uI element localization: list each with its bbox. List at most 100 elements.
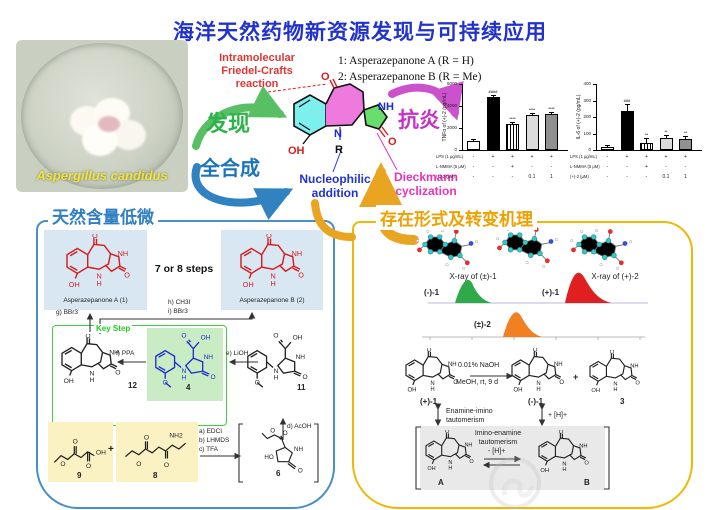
- y-axis: [462, 84, 463, 150]
- row-value: -: [626, 174, 628, 180]
- peak-label-rac2: (±)-2: [474, 320, 491, 329]
- friedel-line2: Friedel-Crafts: [221, 65, 293, 77]
- y-tick: [459, 128, 462, 129]
- num-12: 12: [128, 381, 137, 390]
- num-6: 6: [276, 469, 281, 478]
- friedel-line3: reaction: [235, 78, 279, 90]
- error-bar: [531, 113, 533, 115]
- significance-label: ****: [528, 107, 536, 112]
- discover-label: 发现: [206, 111, 251, 136]
- num-4: 4: [186, 383, 191, 392]
- imino-line1: Imino-enamine: [474, 430, 522, 437]
- peak-label-pos1: (+)-1: [542, 288, 560, 297]
- error-cap: [529, 113, 535, 114]
- y-tick-label: 100: [583, 130, 591, 136]
- y-tick: [593, 133, 596, 135]
- page-title: 海洋天然药物新资源发现与可持续应用: [173, 21, 547, 44]
- bar: [545, 114, 558, 150]
- anti-inflammatory-label: 抗炎: [398, 109, 440, 132]
- row-value: -: [550, 164, 553, 170]
- h-plus-label: + [H]+: [548, 412, 568, 419]
- error-bar: [492, 95, 494, 97]
- row-value: 0.1: [528, 174, 536, 180]
- row-value: -: [511, 174, 514, 180]
- label-tautomer-a: A: [438, 478, 444, 487]
- error-bar: [626, 104, 628, 111]
- row-value: +: [625, 154, 629, 160]
- row-label: L-NMMA (5 μM): [436, 164, 466, 169]
- error-cap: [683, 136, 688, 137]
- error-cap: [605, 145, 610, 146]
- y-tick-label: 0: [454, 147, 457, 152]
- label-3: 3: [620, 397, 625, 406]
- central-structure: [267, 78, 398, 173]
- row-value: -: [626, 164, 628, 170]
- nucleophilic-line1: Nucleophilic: [299, 172, 371, 186]
- reagent-c: c) TFA: [199, 446, 219, 453]
- significance-label: **: [644, 132, 649, 137]
- natural-content-title: 天然含量低微: [48, 203, 158, 228]
- petri-dish-photo: Aspergillus candidus: [16, 40, 188, 192]
- bar: [620, 111, 634, 150]
- row-value: -: [606, 174, 609, 180]
- x-axis: [596, 150, 702, 151]
- atom-o-right: O: [388, 136, 397, 148]
- fungal-colony: [68, 98, 146, 160]
- row-value: +: [550, 154, 553, 160]
- enamine-label: Enamine-imino tautomerism: [446, 407, 536, 425]
- minus-h-label: - [H]+: [488, 448, 506, 455]
- atom-r: R: [335, 144, 343, 156]
- num-8: 8: [153, 471, 158, 480]
- row-value: -: [665, 164, 667, 170]
- num-11: 11: [297, 383, 306, 392]
- atom-n: N: [334, 128, 342, 140]
- atom-o-top: O: [321, 71, 330, 83]
- reagent-a: a) EDCI: [199, 428, 223, 435]
- natural-content-box: [36, 220, 335, 509]
- row-label: (+)-2 (μM): [436, 174, 455, 179]
- significance-label: ****: [548, 106, 555, 111]
- label-tautomer-b: B: [584, 478, 590, 487]
- y-tick: [593, 84, 596, 85]
- row-value: +: [645, 154, 648, 160]
- significance-label: ****: [509, 116, 516, 121]
- error-bar: [685, 136, 686, 139]
- imino-line2: tautomerism: [478, 439, 518, 446]
- error-bar: [607, 145, 608, 147]
- error-cap: [624, 104, 630, 105]
- y-tick: [593, 117, 596, 118]
- y-tick-label: 400: [583, 81, 591, 86]
- compound-2-label: 2: Asperazepanone B (R = Me): [338, 71, 482, 83]
- y-tick-label: 0: [588, 147, 591, 152]
- y-tick-label: 2000: [446, 125, 457, 130]
- compound-b-caption: Asperazepanone B (2): [239, 297, 305, 304]
- y-tick: [459, 106, 462, 107]
- row-value: -: [606, 154, 609, 160]
- row-value: -: [531, 164, 533, 170]
- reagent-h: h) CH3I: [168, 299, 191, 306]
- xray-label-2: X-ray of (+)-2: [591, 272, 639, 281]
- reagent-d: d) AcOH: [287, 423, 312, 430]
- significance-label: ####: [488, 89, 498, 94]
- condition-1: 0.01% NaOH: [458, 362, 500, 369]
- friedel-crafts-label: Intramolecular Friedel-Crafts reaction: [203, 52, 311, 91]
- y-tick: [459, 84, 462, 85]
- y-tick: [459, 150, 462, 151]
- significance-label: **: [683, 130, 688, 135]
- row-label: L-NMMA (5 μM): [570, 164, 600, 169]
- row-value: +: [664, 154, 668, 160]
- x-axis: [462, 150, 568, 151]
- compound-1-label: 1: Asperazepanone A (R = H): [338, 55, 474, 67]
- significance-label: **: [664, 129, 668, 134]
- y-axis-label: IL-6 of (+)-2 (pg/mL): [576, 94, 582, 140]
- reagent-g: g) BBr3: [56, 309, 79, 316]
- compound-a-caption: Asperazepanone A (1): [63, 297, 128, 304]
- condition-2: MeOH, rt, 9 d: [456, 379, 499, 386]
- row-value: +: [684, 154, 687, 160]
- reagent-i: i) BBr3: [168, 308, 188, 315]
- row-value: -: [472, 154, 475, 160]
- peak-label-neg1: (-)-1: [424, 288, 440, 297]
- row-value: -: [472, 164, 475, 170]
- row-value: -: [606, 164, 609, 170]
- xray-label-1: X-ray of (±)-1: [449, 272, 497, 281]
